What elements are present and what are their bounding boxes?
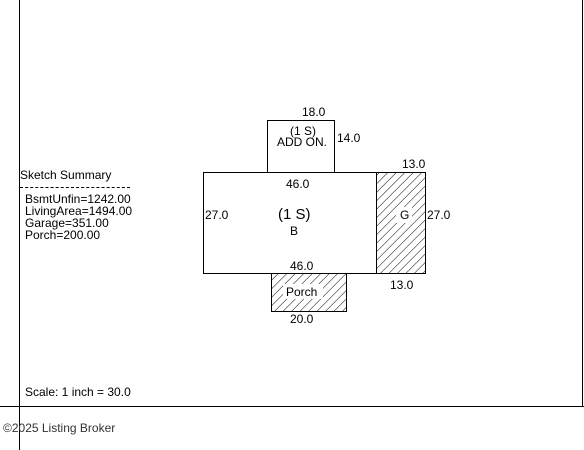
addon-width-label: 18.0 [302, 105, 326, 119]
summary-item-bsmt: BsmtUnfin=1242.00 [25, 192, 131, 206]
summary-item-porch: Porch=200.00 [25, 228, 101, 242]
porch-width-label: 20.0 [290, 312, 314, 326]
garage-code-label: G [400, 208, 409, 222]
main-top-dimension: 46.0 [286, 177, 310, 191]
porch-name-label: Porch [286, 285, 317, 299]
main-bottom-dimension: 46.0 [290, 259, 314, 273]
summary-divider [20, 187, 130, 188]
garage-bottom-dimension: 13.0 [390, 278, 414, 292]
main-left-dimension: 27.0 [205, 208, 229, 222]
addon-depth-label: 14.0 [337, 131, 361, 145]
scale-label: Scale: 1 inch = 30.0 [25, 385, 131, 399]
main-code-label: B [290, 224, 298, 238]
copyright-footer: ©2025 Listing Broker [3, 421, 116, 435]
summary-item-garage: Garage=351.00 [25, 216, 109, 230]
sketch-summary-title: Sketch Summary [20, 168, 112, 182]
summary-item-living: LivingArea=1494.00 [25, 204, 133, 218]
addon-stories-label: (1 S) [290, 124, 316, 138]
garage-right-dimension: 27.0 [427, 208, 451, 222]
sketch-summary-list: BsmtUnfin=1242.00 LivingArea=1494.00 Gar… [25, 193, 132, 241]
addon-name-label: ADD ON. [277, 135, 327, 149]
garage-top-dimension: 13.0 [402, 157, 426, 171]
garage-label-bg [396, 207, 412, 223]
porch-label-bg [283, 284, 323, 299]
main-stories-label: (1 S) [278, 206, 311, 223]
